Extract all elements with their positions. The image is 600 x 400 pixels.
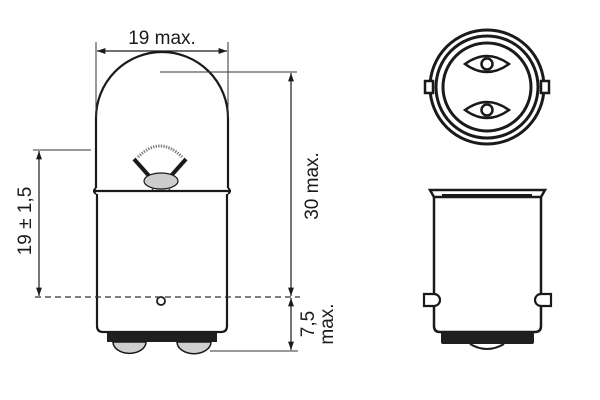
bayonet-pin-right	[539, 79, 551, 95]
rotated-insulator	[441, 332, 534, 344]
overall-height-label: 30 max.	[302, 152, 323, 220]
contact-height-suffix: max.	[317, 303, 338, 344]
contact-symbol-top	[462, 54, 512, 74]
top-view	[423, 28, 551, 146]
bayonet-pin-hole	[156, 296, 166, 306]
metal-base-outline	[95, 194, 229, 334]
rotated-base-view	[422, 188, 553, 350]
rotated-pin-right	[533, 292, 553, 308]
middle-ring	[434, 34, 540, 140]
rotated-pin-left	[422, 292, 442, 308]
filament-assembly	[132, 144, 188, 192]
insulator-plate	[107, 332, 217, 342]
inner-ring	[441, 41, 533, 133]
base-body-outline	[432, 197, 543, 334]
width-label: 19 max.	[128, 28, 196, 49]
filament-coil	[136, 144, 184, 159]
outer-ring	[428, 28, 546, 146]
rotated-contact	[469, 343, 505, 350]
contact-right	[176, 341, 212, 355]
side-view: 19 max. 30 max. 19 ± 1,5 7,5 max.	[15, 28, 338, 355]
light-center-label: 19 ± 1,5	[15, 187, 36, 256]
contact-symbol-bottom	[462, 100, 512, 120]
contact-left	[112, 341, 147, 355]
glass-bead	[143, 172, 179, 190]
contact-height-label: 7,5	[298, 311, 319, 337]
bayonet-pin-left	[423, 79, 435, 95]
